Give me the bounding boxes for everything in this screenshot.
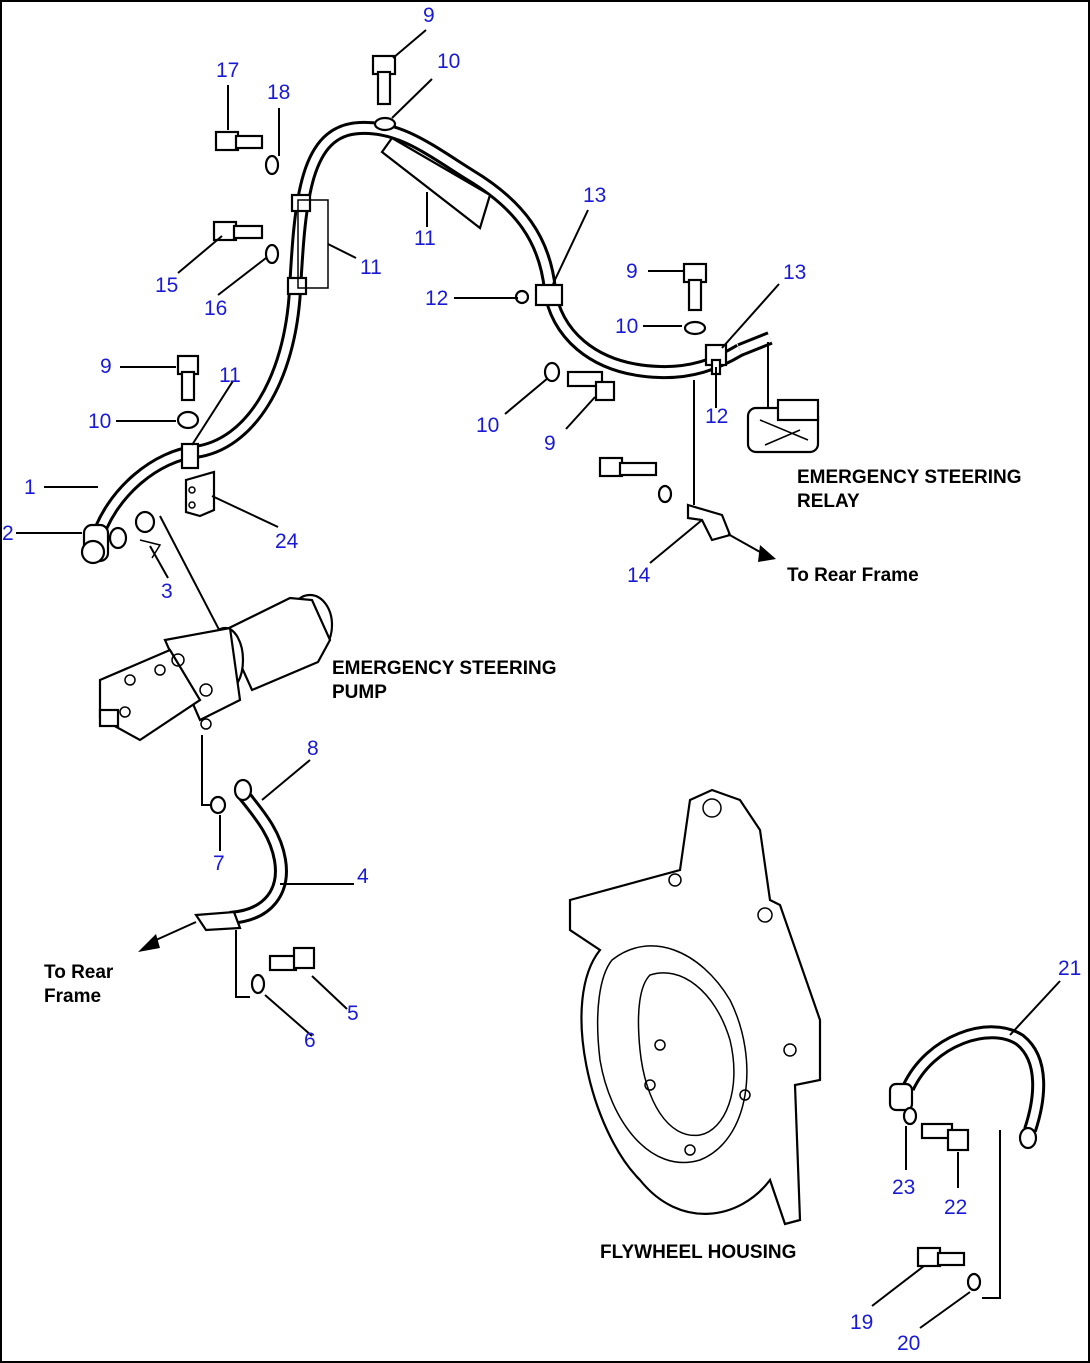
flywheel-label: FLYWHEEL HOUSING xyxy=(600,1242,796,1263)
clamp-11-upper-a xyxy=(290,193,312,213)
arrow-to-rear-frame-left xyxy=(138,934,160,952)
callout-2: 2 xyxy=(2,522,14,545)
callout-16: 16 xyxy=(204,297,227,320)
washer-near-fitting xyxy=(108,526,128,550)
washer-10-right xyxy=(683,320,707,336)
hose-guard-11-horizontal xyxy=(380,136,492,230)
callout-13-right: 13 xyxy=(783,261,806,284)
callout-18: 18 xyxy=(267,81,290,104)
washer-23 xyxy=(902,1106,918,1126)
callout-12-left: 12 xyxy=(425,287,448,310)
arrow-to-rear-frame-right xyxy=(758,545,776,562)
rear-frame-label-right: To Rear Frame xyxy=(787,565,919,586)
bolt-22 xyxy=(920,1122,970,1152)
emergency-steering-relay xyxy=(746,342,820,454)
washer-16 xyxy=(264,243,280,265)
leader-lines xyxy=(16,29,1061,1329)
washer-7 xyxy=(209,795,227,815)
bolt-15 xyxy=(212,220,264,242)
bolt-9-left xyxy=(176,354,200,402)
callout-9-middle: 9 xyxy=(544,432,556,455)
pump-label-line1: EMERGENCY STEERING xyxy=(332,658,557,679)
washer-18 xyxy=(264,154,280,176)
callout-10-left: 10 xyxy=(88,410,111,433)
clamp-11-upper-b xyxy=(286,276,308,296)
washer-20 xyxy=(966,1272,982,1292)
hose-4 xyxy=(194,778,288,932)
clamp-11-lower xyxy=(180,442,200,470)
callout-14: 14 xyxy=(627,564,651,587)
bolt-5 xyxy=(268,946,316,972)
washer-10-middle xyxy=(543,361,561,383)
bracket-24 xyxy=(184,470,216,518)
callout-10-right: 10 xyxy=(615,315,638,338)
callout-21: 21 xyxy=(1058,957,1081,980)
callout-23: 23 xyxy=(892,1176,915,1199)
callout-4: 4 xyxy=(357,865,369,888)
rear-frame-label-left-line1: To Rear xyxy=(44,962,114,983)
washer-10-top xyxy=(373,116,397,132)
callout-13-left: 13 xyxy=(583,184,606,207)
bolt-17 xyxy=(214,130,264,152)
component-labels: EMERGENCY STEERING RELAY EMERGENCY STEER… xyxy=(44,467,1022,1263)
bolt-9-right xyxy=(682,262,708,312)
callouts: 1 2 3 4 5 6 7 8 9 9 9 9 10 10 10 10 11 1… xyxy=(2,4,1081,1355)
washer-3 xyxy=(134,510,156,534)
washer-6 xyxy=(250,973,266,995)
relay-label-line2: RELAY xyxy=(797,491,860,512)
pump-label-line2: PUMP xyxy=(332,682,387,703)
callout-10-middle: 10 xyxy=(476,414,499,437)
callout-17: 17 xyxy=(216,59,239,82)
callout-9-right: 9 xyxy=(626,260,638,283)
bolt-9-top xyxy=(371,54,397,106)
callout-11-guard: 11 xyxy=(414,227,436,250)
callout-5: 5 xyxy=(347,1002,359,1025)
hose-21 xyxy=(888,1025,1046,1150)
callout-9-left: 9 xyxy=(100,355,112,378)
callout-9-top: 9 xyxy=(423,4,435,27)
callout-6: 6 xyxy=(304,1029,316,1052)
callout-12-right: 12 xyxy=(705,405,728,428)
bolt-9-middle xyxy=(566,370,616,402)
emergency-steering-pump xyxy=(98,593,334,742)
rear-frame-label-left-line2: Frame xyxy=(44,986,101,1007)
callout-19: 19 xyxy=(850,1311,873,1334)
callout-8: 8 xyxy=(307,737,319,760)
fitting-nut xyxy=(80,539,106,565)
relay-label-line1: EMERGENCY STEERING xyxy=(797,467,1022,488)
callout-7: 7 xyxy=(213,852,225,875)
bolt-19 xyxy=(916,1246,966,1268)
washer-loose xyxy=(657,484,673,504)
clip-14 xyxy=(686,503,732,542)
callout-15: 15 xyxy=(155,274,178,297)
flywheel-housing xyxy=(568,788,822,1226)
callout-24: 24 xyxy=(275,530,299,553)
callout-11-lower: 11 xyxy=(219,364,241,387)
callout-20: 20 xyxy=(897,1332,920,1355)
clamp-13-left xyxy=(534,283,564,307)
bolt-loose xyxy=(598,456,658,478)
callout-10-top: 10 xyxy=(437,50,460,73)
washer-10-left xyxy=(176,410,200,430)
callout-3: 3 xyxy=(161,580,173,603)
callout-1: 1 xyxy=(24,476,36,499)
callout-22: 22 xyxy=(944,1196,967,1219)
callout-11-vertical: 11 xyxy=(360,256,382,279)
